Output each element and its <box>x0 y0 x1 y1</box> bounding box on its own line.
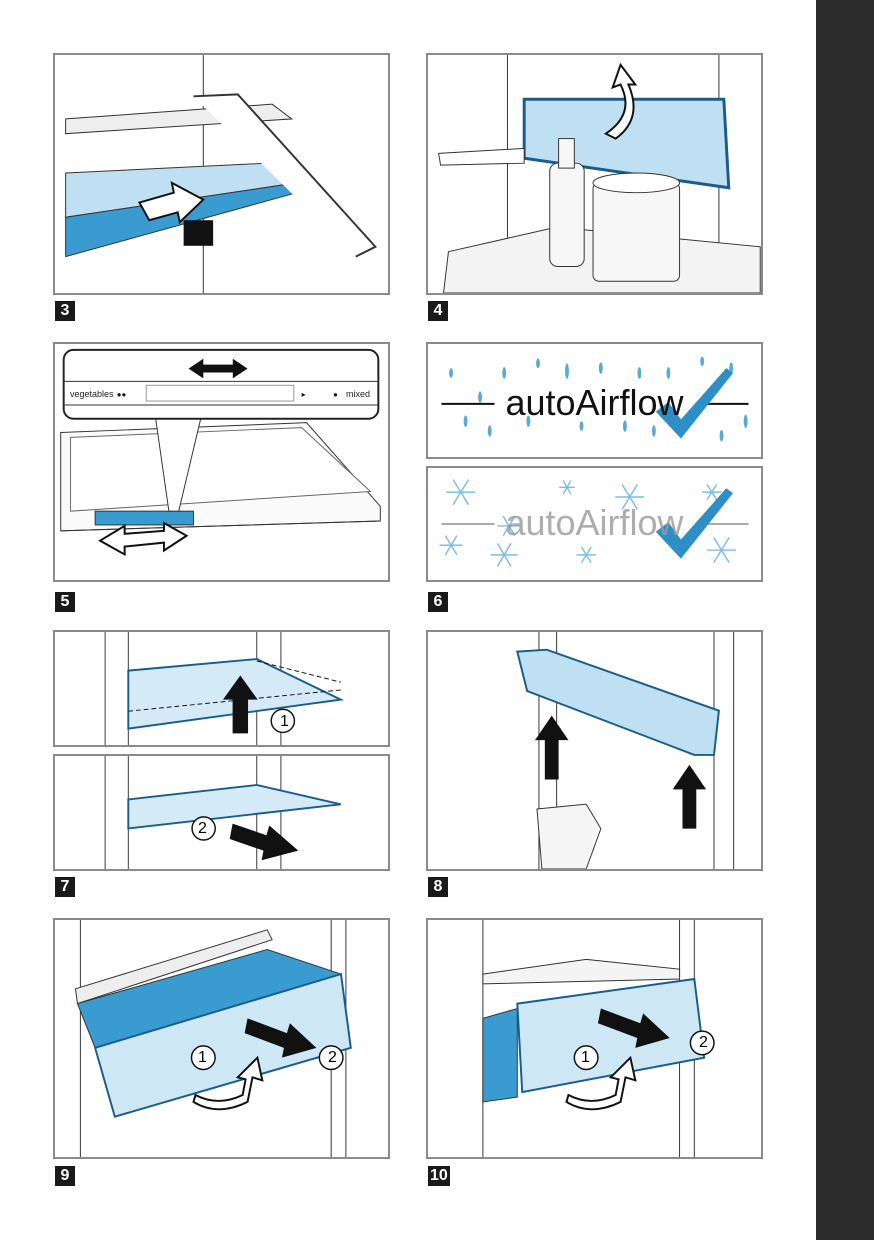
figure-number: 8 <box>428 877 448 897</box>
slide-arrow-icon <box>98 521 189 557</box>
pull-arrow-icon <box>244 1018 317 1058</box>
pull-arrow-icon <box>597 1008 670 1048</box>
figure-number: 4 <box>428 301 448 321</box>
figure-3-shelf-insert <box>53 53 390 295</box>
figure-number: 7 <box>55 877 75 897</box>
lift-arrow-icon <box>192 1055 264 1111</box>
autoairflow-logo: autoAirflow <box>505 382 684 423</box>
up-arrow-icon <box>672 764 707 829</box>
mixed-label: mixed <box>346 389 371 399</box>
side-tab-bar <box>816 0 874 1240</box>
figure-7-shelf-pull: 2 <box>53 754 390 871</box>
figure-number: 5 <box>55 592 75 612</box>
water-drops-illustration <box>441 356 749 442</box>
step-marker-2: 2 <box>699 1034 708 1051</box>
figure-number: 6 <box>428 592 448 612</box>
drawer-illustration <box>482 920 715 1157</box>
step-marker-2: 2 <box>328 1049 337 1066</box>
step-marker-1: 1 <box>198 1049 207 1066</box>
figure-6-autoairflow-rain: autoAirflow <box>426 342 763 459</box>
lift-arrow-icon <box>603 62 638 140</box>
glass-shelf-illustration <box>104 756 341 869</box>
crisper-lid-illustration: ●● ▸ ● <box>60 348 381 557</box>
door-bin-illustration <box>516 632 735 869</box>
double-arrow-icon <box>188 358 248 379</box>
checkmark-icon <box>655 368 734 439</box>
snowflakes-illustration <box>439 479 749 567</box>
figure-9-crisper-drawer: 1 2 <box>53 918 390 1159</box>
shelf-illustration <box>65 55 378 293</box>
checkmark-icon <box>655 488 734 559</box>
step-marker-1: 1 <box>280 713 289 730</box>
glass-shelf-illustration <box>104 632 345 745</box>
svg-text:▸: ▸ <box>302 390 306 399</box>
up-arrow-icon <box>222 675 258 734</box>
drawer-illustration <box>74 920 352 1157</box>
step-marker-1: 1 <box>581 1049 590 1066</box>
figure-10-freezer-drawer: 1 2 <box>426 918 763 1159</box>
figure-6-autoairflow-snow: autoAirflow <box>426 466 763 582</box>
figure-8-door-bin-removal <box>426 630 763 871</box>
lift-arrow-icon <box>565 1055 637 1111</box>
pull-arrow-icon <box>229 823 299 861</box>
figure-number: 9 <box>55 1166 75 1186</box>
figure-7-shelf-lift: 1 <box>53 630 390 747</box>
door-shelf-illustration <box>438 55 761 293</box>
figure-number: 3 <box>55 301 75 321</box>
figure-5-humidity-slider: ●● ▸ ● vegetables mixed <box>53 342 390 582</box>
autoairflow-logo-faded: autoAirflow <box>505 502 684 543</box>
push-arrow-icon <box>137 181 205 225</box>
figure-4-door-shelf-removal <box>426 53 763 295</box>
svg-text:●●: ●● <box>117 390 127 399</box>
up-arrow-icon <box>535 715 569 780</box>
figure-number: 10 <box>428 1166 450 1186</box>
vegetables-label: vegetables <box>70 389 114 399</box>
step-marker-2: 2 <box>198 820 207 837</box>
svg-text:●: ● <box>333 390 338 399</box>
